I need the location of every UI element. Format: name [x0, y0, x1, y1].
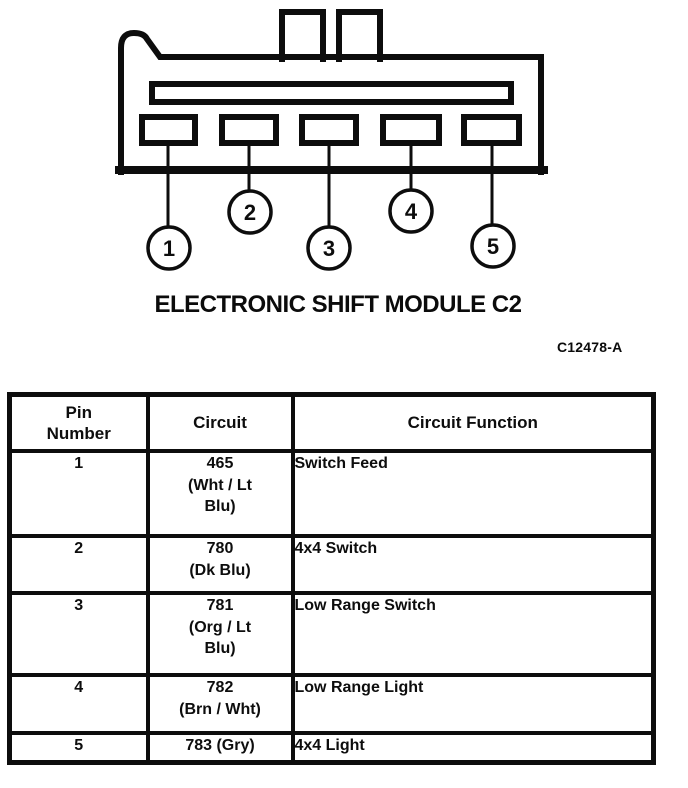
- cell-pin-number: 1: [7, 449, 150, 538]
- pinout-table: Pin Number Circuit Circuit Function 1 46…: [7, 392, 656, 765]
- pin-number-label: 1: [163, 236, 175, 261]
- pin-callout-circle-4: [388, 188, 434, 234]
- connector-tab-right: [336, 9, 383, 62]
- cell-circuit-function: 4x4 Switch: [290, 534, 656, 595]
- cell-circuit: 782 (Brn / Wht): [145, 673, 295, 735]
- cell-circuit-function: Switch Feed: [290, 449, 656, 538]
- cell-pin-number: 3: [7, 591, 150, 677]
- cell-pin-number: 2: [7, 534, 150, 595]
- pin-cavity-2: [219, 114, 279, 146]
- table-row: 2 780 (Dk Blu) 4x4 Switch: [7, 534, 656, 595]
- pin-number-label: 2: [244, 200, 256, 225]
- pin-callouts: 1 2 3 4 5: [146, 141, 516, 271]
- cell-pin-number: 4: [7, 673, 150, 735]
- connector-body: [115, 9, 548, 175]
- table-row: 3 781 (Org / Lt Blu) Low Range Switch: [7, 591, 656, 677]
- pin-cavity-3: [299, 114, 359, 146]
- connector-shell: [118, 29, 544, 175]
- figure-code: C12478-A: [557, 339, 623, 355]
- pin-callout-circle-3: [306, 225, 352, 271]
- pin-cavity-1: [139, 114, 198, 146]
- cell-circuit-function: 4x4 Light: [290, 731, 656, 765]
- cell-circuit: 783 (Gry): [145, 731, 295, 765]
- pin-callout-circle-1: [146, 225, 192, 271]
- cell-circuit: 781 (Org / Lt Blu): [145, 591, 295, 677]
- connector-tab-left: [279, 9, 326, 62]
- connector-diagram: 1 2 3 4 5: [115, 9, 548, 271]
- pin-callout-circle-2: [227, 189, 273, 235]
- pin-cavity-4: [380, 114, 442, 146]
- cell-circuit: 465 (Wht / Lt Blu): [145, 449, 295, 538]
- pin-callout-circle-5: [470, 223, 516, 269]
- diagram-title: ELECTRONIC SHIFT MODULE C2: [154, 291, 522, 318]
- header-circuit: Circuit: [145, 392, 295, 453]
- pin-number-label: 5: [487, 234, 499, 259]
- connector-slot: [149, 81, 514, 105]
- cell-circuit-function: Low Range Switch: [290, 591, 656, 677]
- cell-circuit: 780 (Dk Blu): [145, 534, 295, 595]
- table-row: 1 465 (Wht / Lt Blu) Switch Feed: [7, 449, 656, 538]
- table-header-row: Pin Number Circuit Circuit Function: [7, 392, 656, 453]
- table-row: 5 783 (Gry) 4x4 Light: [7, 731, 656, 765]
- cell-circuit-function: Low Range Light: [290, 673, 656, 735]
- pin-number-label: 3: [323, 236, 335, 261]
- header-pin-number: Pin Number: [7, 392, 150, 453]
- pin-cavity-5: [461, 114, 522, 146]
- header-circuit-function: Circuit Function: [290, 392, 656, 453]
- table-row: 4 782 (Brn / Wht) Low Range Light: [7, 673, 656, 735]
- cell-pin-number: 5: [7, 731, 150, 765]
- pin-number-label: 4: [405, 199, 418, 224]
